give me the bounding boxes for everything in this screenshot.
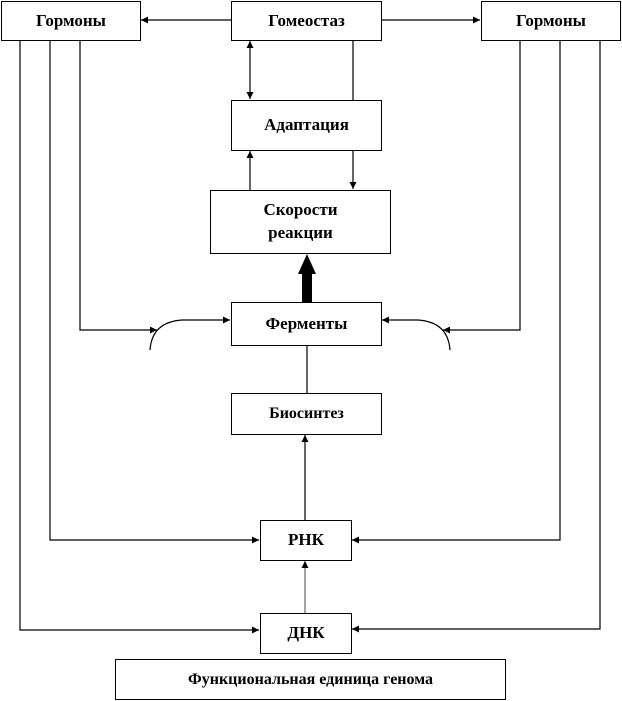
reaction-rates-box: Скорости реакции [210,190,391,254]
dna-box: ДНК [260,613,352,654]
hormones-right-label: Гормоны [516,10,586,30]
homeostasis-label: Гомеостаз [268,10,345,30]
adaptation-label: Адаптация [264,115,349,135]
line-hormones-right-to-rna [352,40,561,544]
rna-label: РНК [288,530,324,550]
enzymes-box: Ферменты [231,302,382,346]
rna-box: РНК [260,520,352,561]
line-hormones-right-to-dna [352,40,601,633]
dna-label: ДНК [287,623,325,643]
homeostasis-box: Гомеостаз [231,1,382,41]
biosynthesis-label: Биосинтез [269,405,344,423]
line-hormones-right-to-enzymes [443,40,521,334]
reaction-rates-label-line1: Скорости [263,200,338,220]
curve-right-enzymes [382,316,451,351]
curve-left-enzymes [149,316,230,351]
reaction-rates-label-line2: реакции [268,223,333,242]
enzymes-label: Ферменты [265,313,348,333]
hormones-left-box: Гормоны [1,1,141,41]
genome-unit-box: Функциональная единица генома [115,659,506,700]
hormones-right-box: Гормоны [481,1,621,41]
biosynthesis-box: Биосинтез [231,393,382,435]
line-hormones-left-to-dna [19,40,259,634]
adaptation-box: Адаптация [231,100,382,151]
hormones-left-label: Гормоны [36,10,106,30]
genome-unit-label: Функциональная единица генома [187,670,433,688]
bold-arrow-enzymes-to-rates [298,254,316,302]
line-hormones-left-to-rna [49,40,259,544]
line-hormones-left-to-enzymes [79,40,157,334]
